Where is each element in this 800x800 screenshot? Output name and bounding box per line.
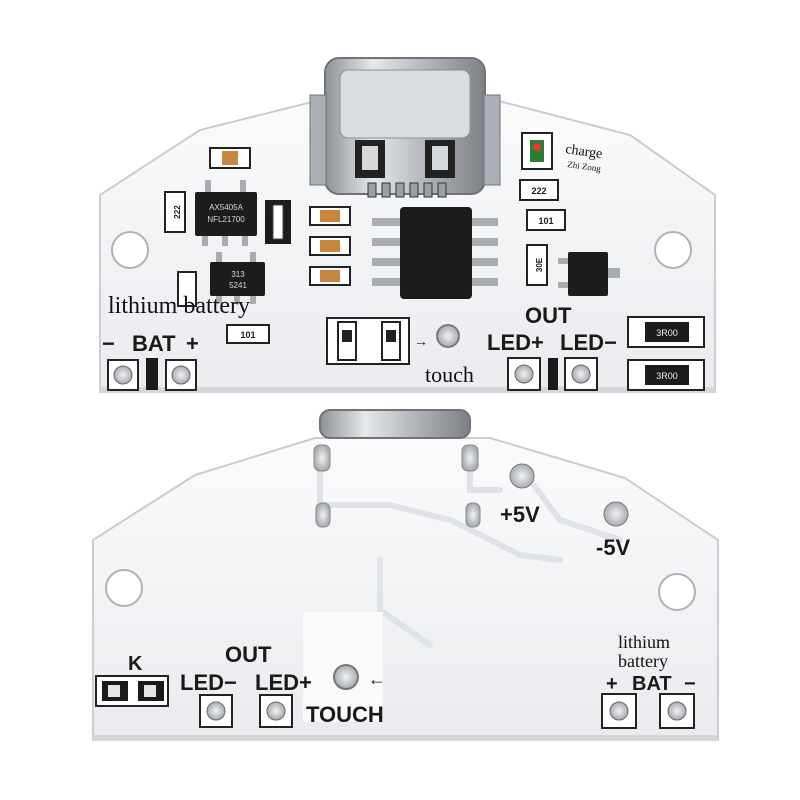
svg-text:101: 101 [240, 330, 255, 340]
sot-mosfet [558, 252, 620, 296]
arrow-left-icon: ← [368, 669, 386, 689]
svg-text:101: 101 [538, 216, 553, 226]
charge-label: charge [564, 142, 603, 162]
solder-pad-3 [315, 502, 331, 528]
k-label: K [128, 653, 143, 675]
bottom-bat-minus-label: − [684, 673, 696, 695]
svg-text:NFL21700: NFL21700 [207, 215, 245, 224]
solder-pad-1 [313, 444, 331, 472]
mounting-hole-left [111, 231, 149, 269]
top-board: 222 AX5405A NFL21700 313 5241 [99, 57, 716, 393]
solder-pad-2 [461, 444, 479, 472]
top-board-edge [100, 387, 715, 393]
bottom-battery-label: battery [618, 651, 668, 671]
resistor-222-b [519, 179, 559, 201]
bottom-touch-pad [333, 664, 359, 690]
top-bat-minus-label: − [102, 331, 115, 356]
plus5v-pad [509, 463, 535, 489]
solder-pad-4 [465, 502, 481, 528]
svg-text:3R00: 3R00 [656, 328, 678, 338]
top-lithium-battery-label: lithium battery [108, 293, 250, 319]
usb-c-connector-back [319, 409, 471, 439]
minus5v-label: -5V [596, 535, 631, 560]
main-chip-sop8 [372, 207, 498, 299]
svg-text:5241: 5241 [229, 281, 247, 290]
top-bat-label: BAT [132, 331, 176, 356]
bottom-mounting-hole-right [658, 573, 696, 611]
bottom-bat-label: BAT [632, 673, 672, 695]
smd-caps-group [309, 206, 351, 286]
resistor-222-a-label: 222 [173, 205, 182, 219]
bottom-led-plus-label: LED+ [255, 670, 312, 695]
charge-led [521, 132, 553, 170]
ic-sot-313: 313 5241 [210, 252, 265, 304]
top-led-minus-label: LED− [560, 330, 617, 355]
svg-text:30E: 30E [535, 257, 544, 272]
brand-label: Zhi Zong [567, 159, 602, 174]
ic-ax5405a: AX5405A NFL21700 [195, 180, 257, 246]
plus5v-label: +5V [500, 502, 540, 527]
top-bat-minus-pad [107, 359, 139, 391]
top-bat-plus-label: + [186, 331, 199, 356]
svg-text:AX5405A: AX5405A [209, 203, 243, 212]
usb-c-connector [309, 57, 501, 198]
resistor-101-a [226, 324, 270, 344]
bottom-bat-plus-label: + [606, 673, 618, 695]
svg-text:222: 222 [531, 186, 546, 196]
top-led-plus-label: LED+ [487, 330, 544, 355]
arrow-right-icon: → [414, 333, 428, 349]
top-touch-label: touch [425, 362, 474, 387]
svg-text:313: 313 [231, 270, 245, 279]
bottom-lithium-label: lithium [618, 632, 670, 652]
copper-traces [317, 467, 623, 648]
resistor-vertical [177, 271, 197, 307]
minus5v-pad [603, 501, 629, 527]
bottom-board: +5V -5V K OUT LED− LED+ ← TOUCH lithium … [92, 409, 719, 741]
bottom-touch-label: TOUCH [306, 702, 384, 727]
bottom-led-minus-label: LED− [180, 670, 237, 695]
svg-text:3R00: 3R00 [656, 371, 678, 381]
bottom-out-label: OUT [225, 642, 272, 667]
top-touch-pad [436, 324, 460, 348]
top-out-label: OUT [525, 303, 572, 328]
resistor-222-a [164, 191, 186, 233]
resistor-101-b [526, 209, 566, 231]
mounting-hole-right [654, 231, 692, 269]
resistor-30e [526, 244, 548, 286]
bottom-mounting-hole-left [105, 569, 143, 607]
